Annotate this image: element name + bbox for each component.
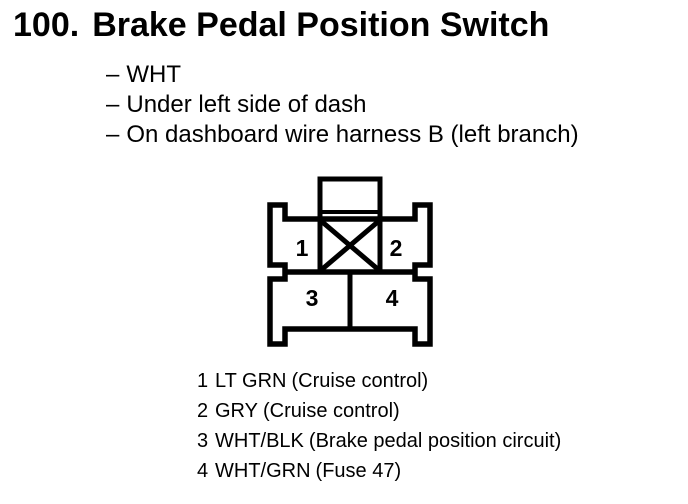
dash-bullet: – <box>106 121 120 148</box>
blocked-cavity-sides <box>317 219 383 272</box>
legend-description: (Brake pedal position circuit) <box>308 430 562 452</box>
pin-1-label: 1 <box>296 235 309 261</box>
connector-outline <box>267 202 433 347</box>
pin-2-label: 2 <box>390 235 403 261</box>
legend-pin-number: 4 <box>197 460 209 482</box>
page-title: 100. Brake Pedal Position Switch <box>13 6 549 45</box>
detail-text: On dashboard wire harness B (left branch… <box>126 121 579 148</box>
item-title-text: Brake Pedal Position Switch <box>92 6 550 44</box>
legend-description: (Cruise control) <box>291 370 429 392</box>
pin-4-label: 4 <box>386 285 399 311</box>
legend-pin-number: 1 <box>197 370 209 392</box>
connector-lock-tab <box>317 176 383 221</box>
legend-pin-number: 2 <box>197 400 209 422</box>
legend-item: 2 GRY (Cruise control) <box>197 396 561 426</box>
detail-item: –WHT <box>106 60 579 90</box>
detail-text: Under left side of dash <box>126 91 367 118</box>
pin-3-label: 3 <box>306 285 319 311</box>
item-number: 100. <box>13 6 80 44</box>
legend-item: 4 WHT/GRN (Fuse 47) <box>197 456 561 486</box>
legend-description: (Fuse 47) <box>315 460 402 482</box>
connector-details: –WHT –Under left side of dash –On dashbo… <box>106 60 579 150</box>
dash-bullet: – <box>106 61 120 88</box>
detail-text: WHT <box>126 61 182 88</box>
dash-bullet: – <box>106 91 120 118</box>
detail-item: –Under left side of dash <box>106 90 579 120</box>
legend-item: 3 WHT/BLK (Brake pedal position circuit) <box>197 426 561 456</box>
legend-wire-color: LT GRN <box>215 370 287 392</box>
legend-pin-number: 3 <box>197 430 209 452</box>
connector-diagram: 1 2 3 4 <box>267 176 433 347</box>
legend-wire-color: WHT/BLK <box>215 430 304 452</box>
detail-item: –On dashboard wire harness B (left branc… <box>106 120 579 150</box>
blocked-cavity-x-icon <box>318 218 382 273</box>
legend-wire-color: WHT/GRN <box>215 460 311 482</box>
blocked-cavity <box>317 218 383 273</box>
legend-wire-color: GRY <box>215 400 258 422</box>
pin-legend: 1 LT GRN (Cruise control) 2 GRY (Cruise … <box>197 366 561 486</box>
legend-description: (Cruise control) <box>262 400 400 422</box>
legend-item: 1 LT GRN (Cruise control) <box>197 366 561 396</box>
